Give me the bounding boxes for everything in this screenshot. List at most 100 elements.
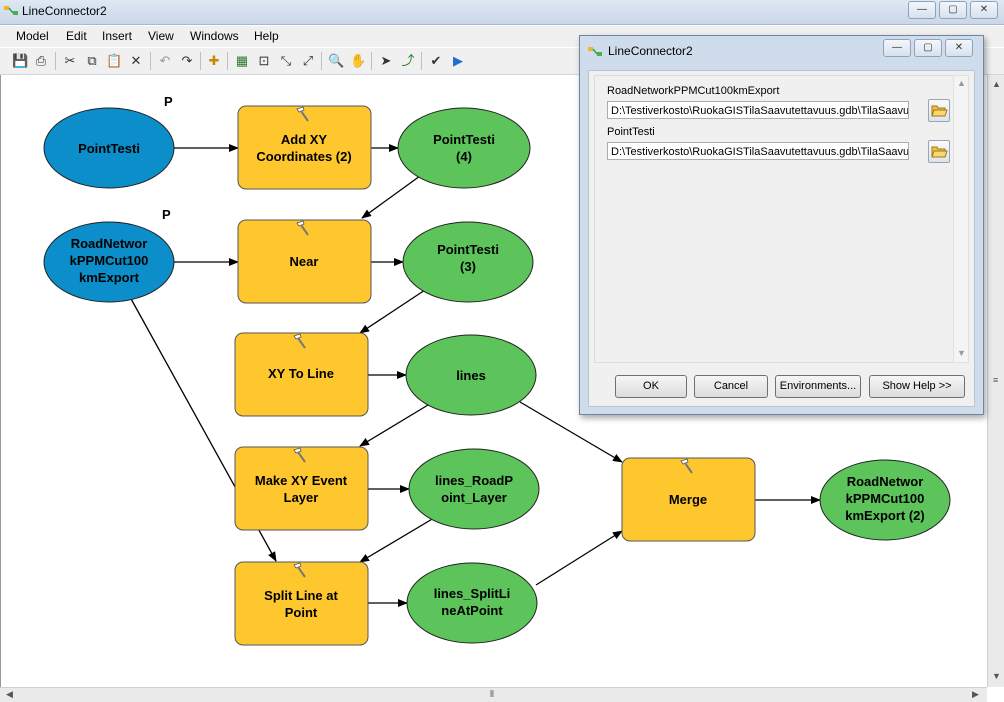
node-label: (4) — [456, 149, 472, 164]
tool-add-xy-coordinates[interactable]: Add XY Coordinates (2) — [237, 105, 372, 190]
node-label: neAtPoint — [441, 603, 503, 618]
close-button[interactable]: ✕ — [970, 1, 998, 19]
cut-icon[interactable]: ✂ — [64, 53, 76, 68]
scroll-grip-icon[interactable]: ≡ — [993, 375, 999, 385]
run-icon[interactable]: ▶ — [453, 53, 463, 68]
node-lines[interactable]: lines — [405, 334, 537, 416]
node-label: lines — [456, 368, 486, 383]
menu-edit[interactable]: Edit — [66, 29, 87, 43]
minimize-button[interactable]: — — [908, 1, 936, 19]
node-label: (3) — [460, 259, 476, 274]
validate-icon[interactable]: ✔ — [430, 53, 442, 68]
menu-help[interactable]: Help — [254, 29, 279, 43]
tool-make-xy-event-layer[interactable]: Make XY Event Layer — [234, 446, 369, 531]
save-icon[interactable]: 💾 — [12, 53, 29, 68]
param-input-road-network[interactable]: D:\Testiverkosto\RuokaGISTilaSaavutettav… — [607, 101, 909, 119]
node-point-testi-4[interactable]: PointTesti (4) — [397, 107, 531, 189]
model-icon — [588, 47, 602, 56]
node-label: oint_Layer — [441, 490, 507, 505]
undo-icon[interactable]: ↶ — [159, 53, 171, 68]
browse-button[interactable] — [928, 140, 950, 163]
node-label: PointTesti — [437, 242, 499, 257]
node-label: lines_RoadP — [435, 473, 513, 488]
menu-view[interactable]: View — [148, 29, 174, 43]
node-lines-road-point-layer[interactable]: lines_RoadP oint_Layer — [408, 448, 540, 530]
connect-icon[interactable]: ⤴ — [401, 53, 415, 68]
parameter-marker: P — [162, 207, 171, 222]
node-label: RoadNetwor — [71, 236, 148, 251]
node-label: Coordinates (2) — [256, 149, 351, 164]
node-label: Make XY Event — [255, 473, 348, 488]
horizontal-scrollbar[interactable]: ◀ ⦀ ▶ — [0, 687, 987, 702]
tool-near[interactable]: Near — [237, 219, 372, 304]
node-lines-split-line-at-point[interactable]: lines_SplitLi neAtPoint — [406, 562, 538, 644]
dialog-close-button[interactable]: ✕ — [945, 39, 973, 57]
add-data-icon[interactable]: ✚ — [208, 53, 220, 68]
param-input-point-testi[interactable]: D:\Testiverkosto\RuokaGISTilaSaavutettav… — [607, 142, 909, 160]
scroll-left-icon[interactable]: ◀ — [6, 689, 13, 699]
parameter-marker: P — [164, 94, 173, 109]
dialog-title-bar: LineConnector2 — ▢ ✕ — [580, 36, 983, 64]
param-label-point-testi: PointTesti — [607, 126, 655, 138]
node-label: XY To Line — [268, 366, 334, 381]
delete-icon[interactable]: ✕ — [130, 53, 142, 68]
ok-button[interactable]: OK — [615, 375, 687, 398]
scroll-down-icon[interactable]: ▼ — [957, 348, 966, 358]
dialog-body: RoadNetworkPPMCut100kmExport D:\Testiver… — [588, 70, 975, 407]
scroll-up-icon[interactable]: ▲ — [957, 78, 966, 88]
node-label: Split Line at — [264, 588, 338, 603]
environments-button[interactable]: Environments... — [775, 375, 861, 398]
show-help-button[interactable]: Show Help >> — [869, 375, 965, 398]
scroll-right-icon[interactable]: ▶ — [972, 689, 979, 699]
cancel-button[interactable]: Cancel — [694, 375, 768, 398]
node-label: lines_SplitLi — [434, 586, 511, 601]
tool-xy-to-line[interactable]: XY To Line — [234, 332, 369, 417]
node-label: Merge — [669, 492, 707, 507]
node-label: kmExport (2) — [845, 508, 924, 523]
node-road-network-input[interactable]: RoadNetwor kPPMCut100 kmExport — [43, 221, 175, 303]
full-extent-icon[interactable]: ⊡ — [258, 53, 270, 68]
pan-icon[interactable]: ✋ — [350, 53, 367, 68]
copy-icon[interactable]: ⧉ — [87, 53, 97, 68]
node-road-network-output[interactable]: RoadNetwor kPPMCut100 kmExport (2) — [819, 459, 951, 541]
fixed-zoom-in-icon[interactable]: ⤡ — [280, 53, 292, 68]
auto-layout-icon[interactable]: ▦ — [235, 53, 249, 68]
parameter-scrollbar[interactable]: ▲ ▼ — [953, 75, 969, 363]
scroll-grip-icon[interactable]: ⦀ — [490, 689, 494, 699]
dialog-minimize-button[interactable]: — — [883, 39, 911, 57]
node-label: kPPMCut100 — [70, 253, 149, 268]
scroll-down-icon[interactable]: ▼ — [992, 671, 1001, 681]
tool-merge[interactable]: Merge — [621, 457, 756, 542]
menu-insert[interactable]: Insert — [102, 29, 133, 43]
node-point-testi[interactable]: PointTesti — [43, 107, 175, 189]
vertical-scrollbar[interactable]: ▲ ≡ ▼ — [987, 75, 1004, 687]
redo-icon[interactable]: ↷ — [181, 53, 193, 68]
window-title: LineConnector2 — [22, 4, 107, 18]
node-label: kmExport — [79, 270, 140, 285]
menu-model[interactable]: Model — [16, 29, 49, 43]
dialog-title: LineConnector2 — [608, 44, 693, 58]
scroll-up-icon[interactable]: ▲ — [992, 79, 1001, 89]
node-label: RoadNetwor — [847, 474, 924, 489]
parameter-panel: RoadNetworkPPMCut100kmExport D:\Testiver… — [594, 75, 955, 363]
maximize-button[interactable]: ▢ — [939, 1, 967, 19]
node-point-testi-3[interactable]: PointTesti (3) — [402, 221, 534, 303]
tool-split-line-at-point[interactable]: Split Line at Point — [234, 561, 369, 646]
node-label: kPPMCut100 — [846, 491, 925, 506]
menu-windows[interactable]: Windows — [190, 29, 239, 43]
print-icon[interactable]: ⎙ — [35, 53, 47, 68]
browse-button[interactable] — [928, 99, 950, 122]
fixed-zoom-out-icon[interactable]: ⤢ — [302, 53, 314, 68]
open-folder-icon — [931, 146, 948, 158]
node-label: Layer — [284, 490, 319, 505]
node-label: Add XY — [281, 132, 328, 147]
node-label: Near — [290, 254, 319, 269]
paste-icon[interactable]: 📋 — [106, 53, 123, 68]
param-label-road-network: RoadNetworkPPMCut100kmExport — [607, 85, 780, 97]
select-icon[interactable]: ➤ — [380, 53, 392, 68]
zoom-icon[interactable]: 🔍 — [328, 53, 345, 68]
dialog-maximize-button[interactable]: ▢ — [914, 39, 942, 57]
open-folder-icon — [931, 105, 948, 117]
node-label: PointTesti — [433, 132, 495, 147]
